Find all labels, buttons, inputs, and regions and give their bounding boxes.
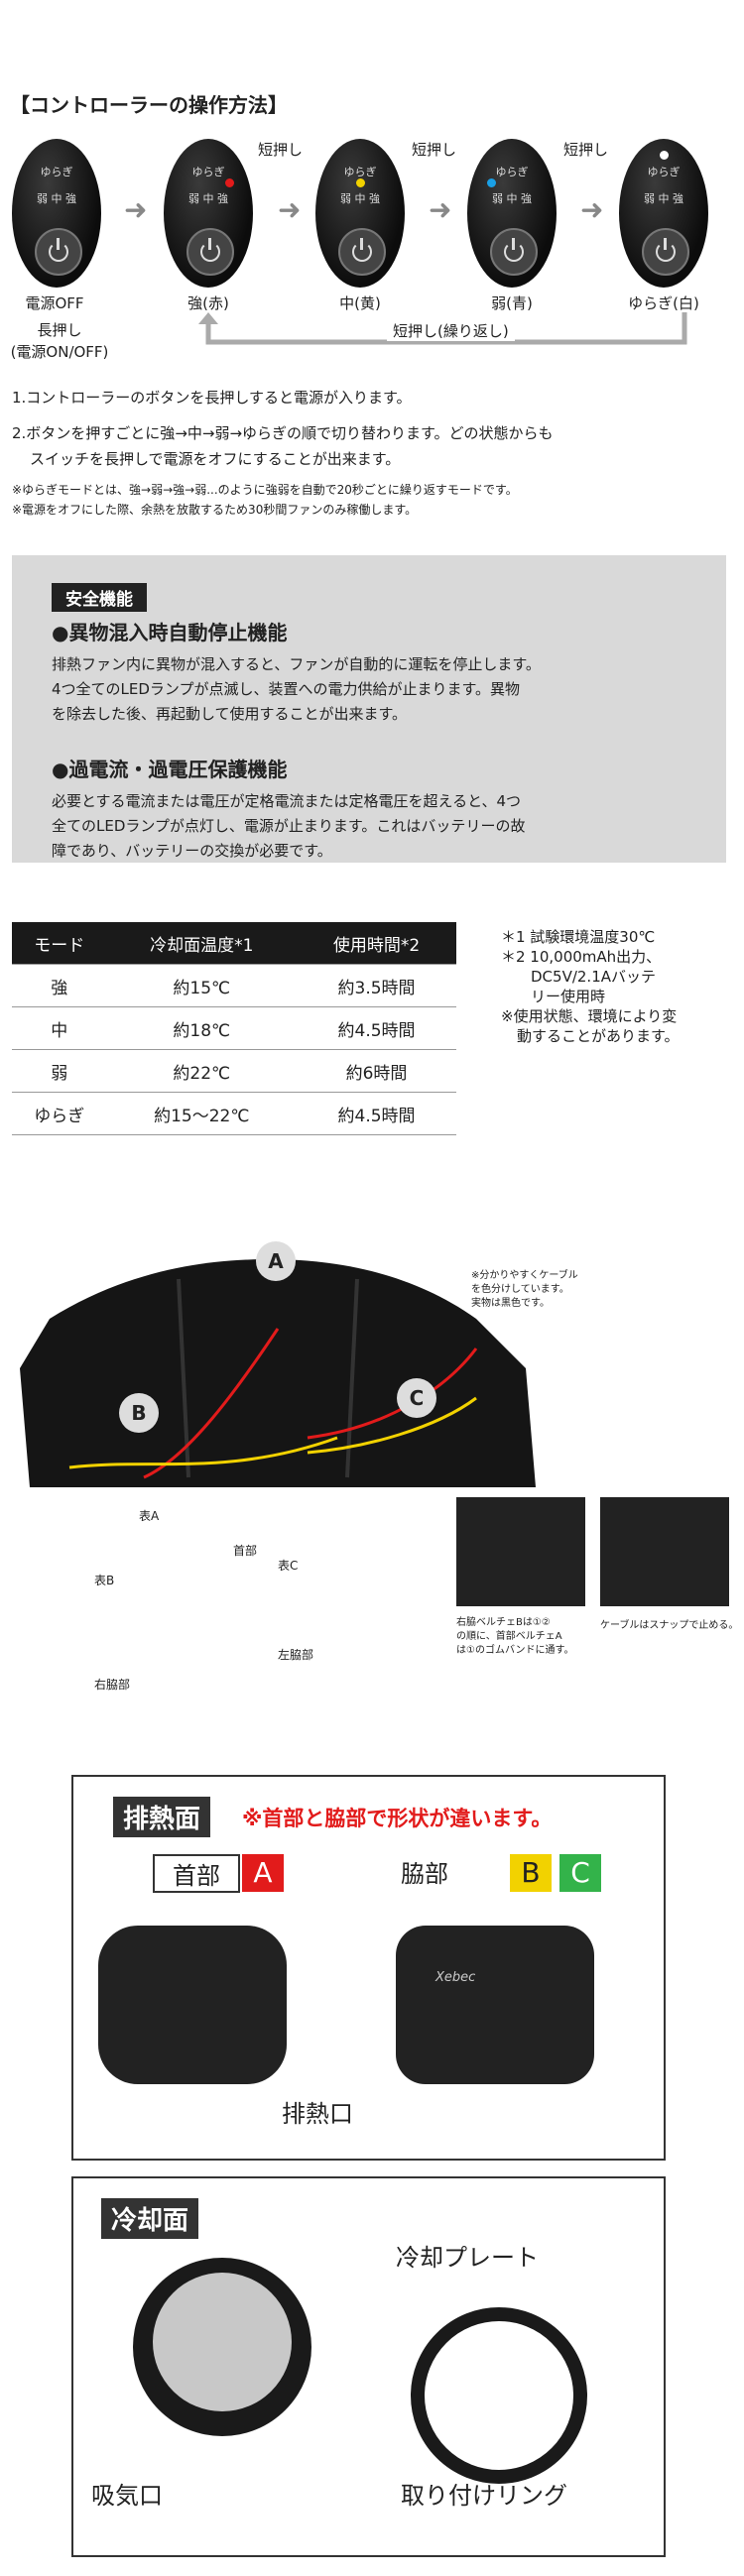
tag-b: B <box>510 1854 552 1892</box>
exhaust-panel: 排熱面 ※首部と脇部で形状が違います。 首部 A 脇部 B C Xebec 排熱… <box>71 1775 666 2161</box>
power-button-icon <box>186 228 234 276</box>
belt-photo <box>456 1497 585 1606</box>
repeat-arrow <box>198 312 687 345</box>
repeat-label: 短押し(繰り返し) <box>387 320 515 341</box>
arrow-right-icon: ➜ <box>580 193 604 226</box>
vest-label-b: B <box>119 1393 159 1433</box>
vest-note: ※分かりやすくケーブルを色分けしています。実物は黒色です。 <box>471 1270 578 1309</box>
caption-strong: 強(赤) <box>187 294 229 312</box>
power-button-icon <box>490 228 538 276</box>
power-button-icon <box>338 228 386 276</box>
cooling-panel: 冷却面 冷却プレート 吸気口 取り付けリング <box>71 2176 666 2557</box>
arrow-right-icon: ➜ <box>124 193 148 226</box>
safety-badge: 安全機能 <box>52 583 147 612</box>
caption-weak: 弱(青) <box>491 294 533 312</box>
caption-long-press: 長押し (電源ON/OFF) <box>10 321 109 361</box>
vest-label-c: C <box>397 1378 436 1418</box>
power-button-icon <box>35 228 82 276</box>
led-yellow-icon <box>356 178 365 187</box>
short-press-label: 短押し <box>563 141 609 159</box>
caption-fluctuate: ゆらぎ(白) <box>628 294 699 312</box>
controller-strong: ゆらぎ 弱 中 強 <box>164 139 253 288</box>
safety-heading-2: ●過電流・過電圧保護機能 <box>52 758 288 781</box>
controller-off: ゆらぎ 弱 中 強 <box>12 139 101 288</box>
safety-heading-1: ●異物混入時自動停止機能 <box>52 621 288 644</box>
controller-weak: ゆらぎ 弱 中 強 <box>467 139 557 288</box>
exhaust-title: 排熱面 <box>113 1797 211 1837</box>
controller-fluctuate: ゆらぎ 弱 中 強 <box>619 139 708 288</box>
short-press-label: 短押し <box>258 141 304 159</box>
neck-label: 首部 <box>153 1854 240 1893</box>
vest-label-a: A <box>256 1241 296 1281</box>
led-white-icon <box>660 151 669 160</box>
exhaust-warning: ※首部と脇部で形状が違います。 <box>242 1807 553 1830</box>
mounting-ring-image <box>411 2307 587 2484</box>
caption-off: 電源OFF <box>25 294 84 312</box>
cooling-plate-image <box>153 2273 292 2411</box>
caption-medium: 中(黄) <box>339 294 381 312</box>
arrow-right-icon: ➜ <box>278 193 302 226</box>
section-title: 【コントローラーの操作方法】 <box>10 93 288 117</box>
snap-note: ケーブルはスナップで止める。 <box>600 1620 739 1631</box>
controller-medium: ゆらぎ 弱 中 強 <box>315 139 405 288</box>
safety-text-2: 必要とする電流または電圧が定格電流または定格電圧を超えると、4つ全てのLEDラン… <box>52 792 526 860</box>
tag-a: A <box>242 1854 284 1892</box>
short-press-label: 短押し <box>412 141 457 159</box>
intake-label: 吸気口 <box>91 2482 163 2510</box>
table-notes: ＊1 試験環境温度30℃＊2 10,000mAh出力、 DC5V/2.1Aバッテ… <box>501 928 680 1045</box>
tag-c: C <box>559 1854 601 1892</box>
cooling-plate-label: 冷却プレート <box>396 2244 539 2272</box>
safety-box: 安全機能 ●異物混入時自動停止機能 排熱ファン内に異物が混入すると、ファンが自動… <box>12 555 726 863</box>
cooling-title: 冷却面 <box>101 2198 199 2239</box>
led-blue-icon <box>487 178 496 187</box>
snap-photo <box>600 1497 729 1606</box>
ring-label: 取り付けリング <box>401 2482 567 2510</box>
led-red-icon <box>225 178 234 187</box>
vest-diagram: A B C ※分かりやすくケーブルを色分けしています。実物は黒色です。 表A 首… <box>0 1239 744 1735</box>
side-label: 脇部 <box>401 1860 448 1888</box>
exhaust-port-label: 排熱口 <box>282 2100 353 2128</box>
neck-unit-photo <box>98 1926 287 2084</box>
side-unit-photo <box>396 1926 594 2084</box>
instructions: 1.コントローラーのボタンを長押しすると電源が入ります。 2.ボタンを押すごとに… <box>12 389 554 517</box>
safety-text-1: 排熱ファン内に異物が混入すると、ファンが自動的に運転を停止します。4つ全てのLE… <box>52 655 541 723</box>
power-button-icon <box>642 228 689 276</box>
arrow-right-icon: ➜ <box>429 193 452 226</box>
brand-logo: Xebec <box>435 1970 476 1985</box>
